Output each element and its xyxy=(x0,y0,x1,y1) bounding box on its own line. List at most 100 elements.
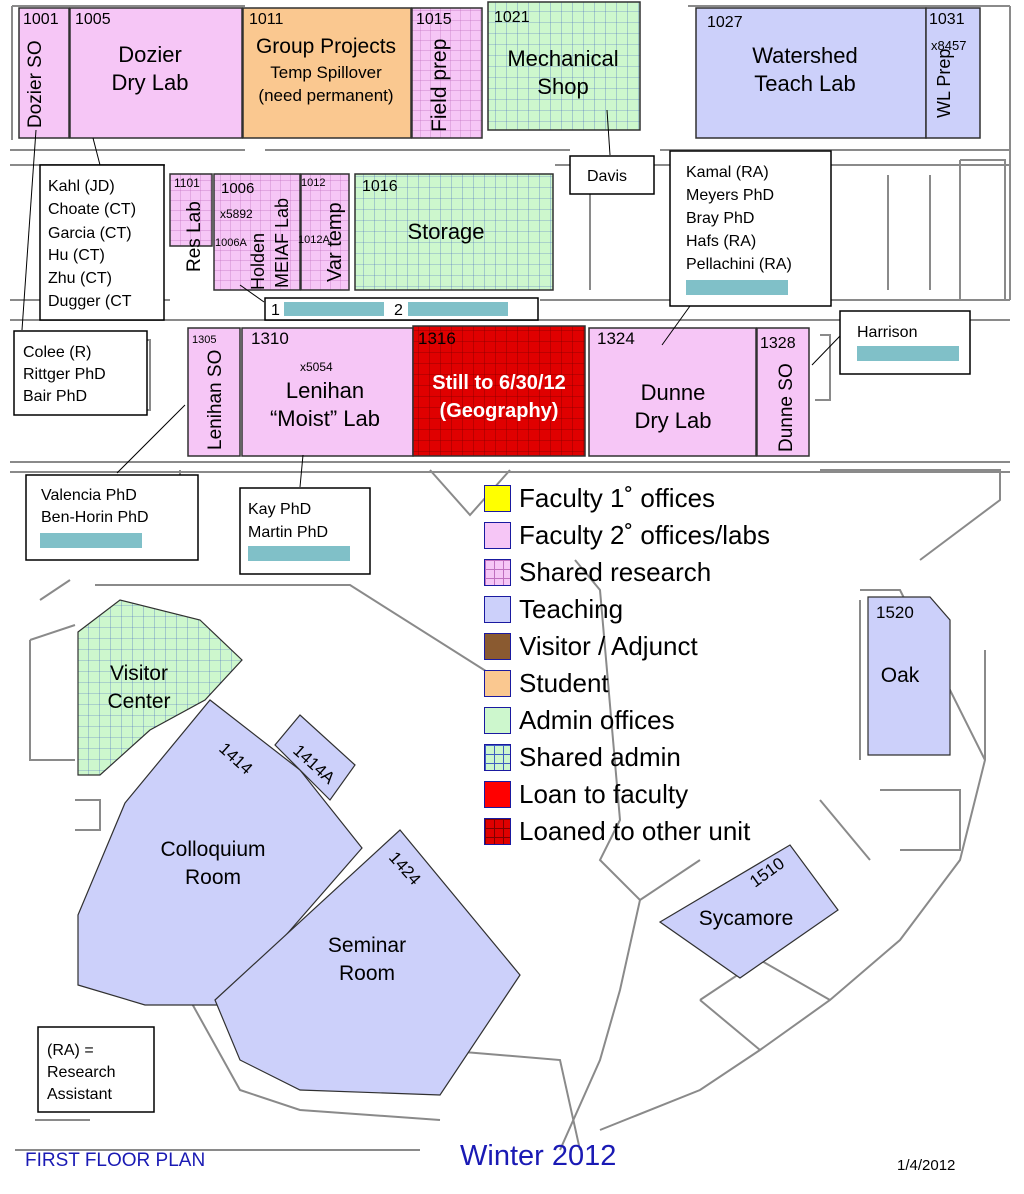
legend-swatch xyxy=(484,707,511,734)
room-1424[interactable]: 1424 Seminar Room xyxy=(214,829,521,1096)
room-visitor-center[interactable]: Visitor Center xyxy=(77,599,243,776)
svg-text:Shop: Shop xyxy=(537,74,588,99)
svg-text:1305: 1305 xyxy=(192,334,216,346)
svg-text:1101: 1101 xyxy=(174,176,200,190)
svg-text:Martin PhD: Martin PhD xyxy=(248,524,328,541)
room-1006[interactable]: 1006 x5892 1006A Holden MEIAF Lab xyxy=(213,173,301,291)
legend-label: Admin offices xyxy=(519,705,675,735)
callout-colee-group: Colee (R) Rittger PhD Bair PhD xyxy=(13,330,148,416)
legend-swatch xyxy=(484,522,511,549)
room-1015[interactable]: 1015 Field prep xyxy=(411,7,483,139)
svg-text:Storage: Storage xyxy=(407,219,484,244)
room-1031[interactable]: 1031 x8457 WL Prep xyxy=(925,7,981,139)
svg-text:“Moist” Lab: “Moist” Lab xyxy=(270,406,380,431)
svg-text:Bair PhD: Bair PhD xyxy=(23,388,87,405)
legend-item-faculty1: Faculty 1˚ offices xyxy=(484,480,824,517)
plan-date: 1/4/2012 xyxy=(897,1157,956,1174)
room-1021[interactable]: 1021 Mechanical Shop xyxy=(487,1,641,131)
legend-item-loan: Loan to faculty xyxy=(484,776,824,813)
room-1510[interactable]: 1510 Sycamore xyxy=(658,844,839,979)
svg-text:Colee (R): Colee (R) xyxy=(23,344,91,361)
svg-text:Still to 6/30/12: Still to 6/30/12 xyxy=(432,372,565,394)
svg-text:Davis: Davis xyxy=(587,168,627,185)
callout-workstations: 1 2 xyxy=(264,297,539,321)
svg-text:Field prep: Field prep xyxy=(428,39,451,132)
legend-item-teaching: Teaching xyxy=(484,591,824,628)
legend-item-shared-research: Shared research xyxy=(484,554,824,591)
svg-text:Lenihan: Lenihan xyxy=(286,378,364,403)
svg-text:Bray PhD: Bray PhD xyxy=(686,210,754,227)
svg-text:1324: 1324 xyxy=(597,329,635,348)
room-1316[interactable]: 1316 Still to 6/30/12 (Geography) xyxy=(412,325,586,457)
svg-text:(need permanent): (need permanent) xyxy=(258,86,393,105)
room-1005[interactable]: 1005 Dozier Dry Lab xyxy=(69,7,243,139)
svg-text:1027: 1027 xyxy=(707,14,743,31)
svg-text:x8457: x8457 xyxy=(931,38,966,53)
svg-text:1006: 1006 xyxy=(221,180,254,197)
svg-text:1: 1 xyxy=(271,302,280,319)
svg-text:1316: 1316 xyxy=(418,329,456,348)
leader-lines xyxy=(21,109,841,488)
legend-label: Loan to faculty xyxy=(519,779,689,809)
svg-text:1328: 1328 xyxy=(760,335,796,352)
callout-valencia-group: Valencia PhD Ben-Horin PhD xyxy=(25,474,199,561)
svg-text:Dozier: Dozier xyxy=(118,42,182,67)
room-1310[interactable]: 1310 x5054 Lenihan “Moist” Lab xyxy=(241,327,414,457)
legend-item-faculty2: Faculty 2˚ offices/labs xyxy=(484,517,824,554)
room-1012[interactable]: 1012 1012A Var temp xyxy=(298,173,350,291)
svg-text:Dry Lab: Dry Lab xyxy=(634,408,711,433)
legend-label: Visitor / Adjunct xyxy=(519,631,698,661)
svg-text:1012A: 1012A xyxy=(298,234,330,246)
room-1027[interactable]: 1027 Watershed Teach Lab xyxy=(695,7,927,139)
svg-text:Rittger PhD: Rittger PhD xyxy=(23,366,106,383)
svg-text:2: 2 xyxy=(394,302,403,319)
svg-text:Dry Lab: Dry Lab xyxy=(111,70,188,95)
svg-text:Kahl (JD): Kahl (JD) xyxy=(48,178,115,195)
legend-label: Shared admin xyxy=(519,742,681,772)
svg-text:(RA) =: (RA) = xyxy=(47,1042,94,1059)
svg-text:1031: 1031 xyxy=(929,11,965,28)
legend-item-admin: Admin offices xyxy=(484,702,824,739)
legend-swatch xyxy=(484,633,511,660)
room-1001[interactable]: 1001 Dozier SO xyxy=(18,7,70,139)
legend: Faculty 1˚ offices Faculty 2˚ offices/la… xyxy=(484,480,824,850)
svg-text:1021: 1021 xyxy=(494,9,530,26)
svg-text:Temp Spillover: Temp Spillover xyxy=(270,63,382,82)
legend-item-loaned: Loaned to other unit xyxy=(484,813,824,850)
legend-label: Student xyxy=(519,668,609,698)
svg-text:Ben-Horin PhD: Ben-Horin PhD xyxy=(41,509,149,526)
svg-text:Dunne SO: Dunne SO xyxy=(776,363,797,452)
callout-ra-note: (RA) = Research Assistant xyxy=(37,1026,155,1113)
svg-text:Garcia (CT): Garcia (CT) xyxy=(48,225,132,242)
svg-text:Zhu (CT): Zhu (CT) xyxy=(48,270,112,287)
svg-text:Room: Room xyxy=(185,866,241,889)
svg-text:Hafs (RA): Hafs (RA) xyxy=(686,233,756,250)
svg-text:1310: 1310 xyxy=(251,329,289,348)
svg-text:x5054: x5054 xyxy=(300,360,333,374)
svg-text:Teach Lab: Teach Lab xyxy=(754,71,856,96)
room-1328[interactable]: 1328 Dunne SO xyxy=(756,327,810,457)
svg-text:1001: 1001 xyxy=(23,11,59,28)
room-1011[interactable]: 1011 Group Projects Temp Spillover (need… xyxy=(242,7,412,139)
svg-text:Dozier SO: Dozier SO xyxy=(25,40,46,128)
room-1324[interactable]: 1324 Dunne Dry Lab xyxy=(588,327,757,457)
svg-text:Choate (CT): Choate (CT) xyxy=(48,201,136,218)
legend-label: Faculty 1˚ offices xyxy=(519,483,716,513)
legend-item-student: Student xyxy=(484,665,824,702)
legend-swatch xyxy=(484,670,511,697)
room-1016[interactable]: 1016 Storage xyxy=(354,173,554,291)
room-1520[interactable]: 1520 Oak xyxy=(867,596,951,756)
room-1101[interactable]: 1101 Res Lab xyxy=(169,173,213,272)
room-1414[interactable]: 1414 1414A Colloquium Room xyxy=(77,699,363,1006)
legend-label: Faculty 2˚ offices/labs xyxy=(519,520,770,550)
svg-text:Dunne: Dunne xyxy=(641,380,706,405)
room-1305[interactable]: 1305 Lenihan SO xyxy=(187,327,241,457)
svg-text:Oak: Oak xyxy=(881,664,920,687)
svg-text:1011: 1011 xyxy=(249,11,284,28)
svg-text:1005: 1005 xyxy=(75,11,111,28)
svg-text:Dugger (CT: Dugger (CT xyxy=(48,293,132,310)
svg-text:1006A: 1006A xyxy=(215,237,247,249)
svg-text:1012: 1012 xyxy=(301,177,325,189)
legend-swatch xyxy=(484,596,511,623)
